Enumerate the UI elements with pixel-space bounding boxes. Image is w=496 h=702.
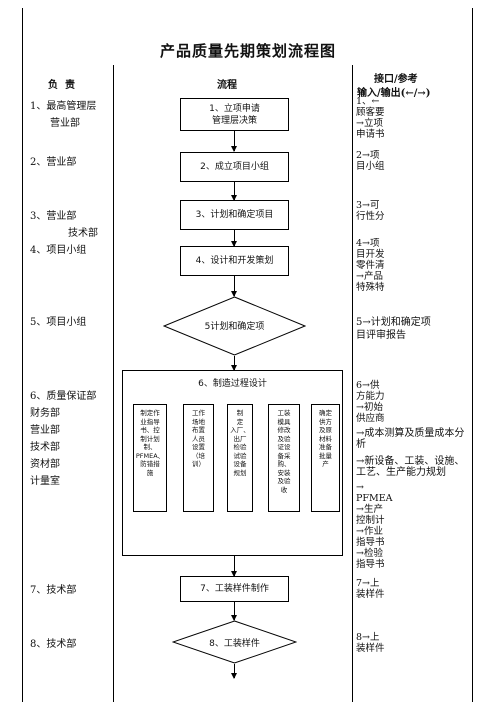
note-1: 1、←顾客要→立项申请书 bbox=[356, 96, 385, 140]
note-5: 5→计划和确定项目评审报告 bbox=[356, 317, 431, 341]
note-2: 2→项目小组 bbox=[356, 150, 385, 172]
responsibility-2: 2、营业部 bbox=[30, 157, 77, 168]
header-responsibility: 负 责 bbox=[48, 80, 75, 91]
header-flow: 流程 bbox=[217, 80, 237, 91]
arrow-3-4 bbox=[231, 230, 237, 247]
responsibility-4: 4、项目小组 bbox=[30, 245, 87, 256]
responsibility-5: 5、项目小组 bbox=[30, 317, 87, 328]
note-3: 3→可行性分 bbox=[356, 200, 385, 222]
step-2-box: 2、成立项目小组 bbox=[180, 152, 289, 182]
step-8-label: 8、工装样件 bbox=[209, 639, 260, 649]
sub-box-work-instructions: 制定作业指导书、控制计划制、PFMEA、防错措施 bbox=[133, 404, 167, 512]
column-divider-responsibility bbox=[113, 65, 114, 702]
step-3-box: 3、计划和确定项目 bbox=[180, 200, 289, 230]
responsibility-7: 7、技术部 bbox=[30, 585, 77, 596]
step-7-box: 7、工装样件制作 bbox=[180, 576, 289, 602]
step-8-diamond bbox=[172, 620, 297, 664]
sub-box-suppliers: 确定供方及原材料准备批量产 bbox=[311, 404, 340, 512]
note-7: 7→上装样件 bbox=[356, 578, 385, 600]
left-margin-line bbox=[22, 8, 23, 702]
sub-box-workplace-layout: 工作场地布置人员设置（培训） bbox=[183, 404, 214, 512]
note-4: 4→项目开发零件清→产品特殊特 bbox=[356, 238, 385, 293]
sub-box-inspection-equipment: 制定入厂、出厂检验试验设备规划 bbox=[227, 404, 253, 512]
column-divider-io bbox=[352, 65, 353, 702]
arrow-4-5 bbox=[231, 276, 237, 297]
responsibility-8: 8、技术部 bbox=[30, 639, 77, 650]
note-8: 8→上装样件 bbox=[356, 632, 385, 654]
arrow-2-3 bbox=[231, 182, 237, 201]
responsibility-3: 3、营业部 技术部 bbox=[30, 211, 98, 239]
sub-box-tooling: 工装模具修改及验证设备采购、安装及验收 bbox=[268, 404, 300, 512]
step-5-diamond bbox=[163, 296, 306, 356]
page-title: 产品质量先期策划流程图 bbox=[159, 42, 336, 60]
step-1-box: 1、立项申请 管理层决策 bbox=[180, 98, 289, 131]
responsibility-1: 1、最高管理层 营业部 bbox=[30, 101, 97, 129]
step-4-box: 4、设计和开发策划 bbox=[180, 246, 289, 276]
responsibility-6: 6、质量保证部 财务部 营业部 技术部 资材部 计量室 bbox=[30, 391, 97, 487]
arrow-5-6 bbox=[231, 356, 237, 371]
arrow-7-8 bbox=[231, 602, 237, 621]
header-io-line2: 输入/输出(←/→) bbox=[357, 88, 431, 99]
step-6-frame bbox=[122, 370, 343, 556]
note-6: 6→供 方能力 →初始 供应商 →成本测算及质量成本分 析 →新设备、工装、设施… bbox=[356, 380, 465, 570]
step-5-label: 5计划和确定项 bbox=[204, 322, 265, 332]
step-6-label: 6、制造过程设计 bbox=[198, 379, 267, 389]
arrow-8-down bbox=[231, 664, 237, 679]
arrow-6-7 bbox=[231, 556, 237, 577]
header-io-line1: 接口/参考 bbox=[374, 74, 418, 85]
right-margin-line bbox=[472, 8, 473, 702]
arrow-1-2 bbox=[231, 131, 237, 152]
